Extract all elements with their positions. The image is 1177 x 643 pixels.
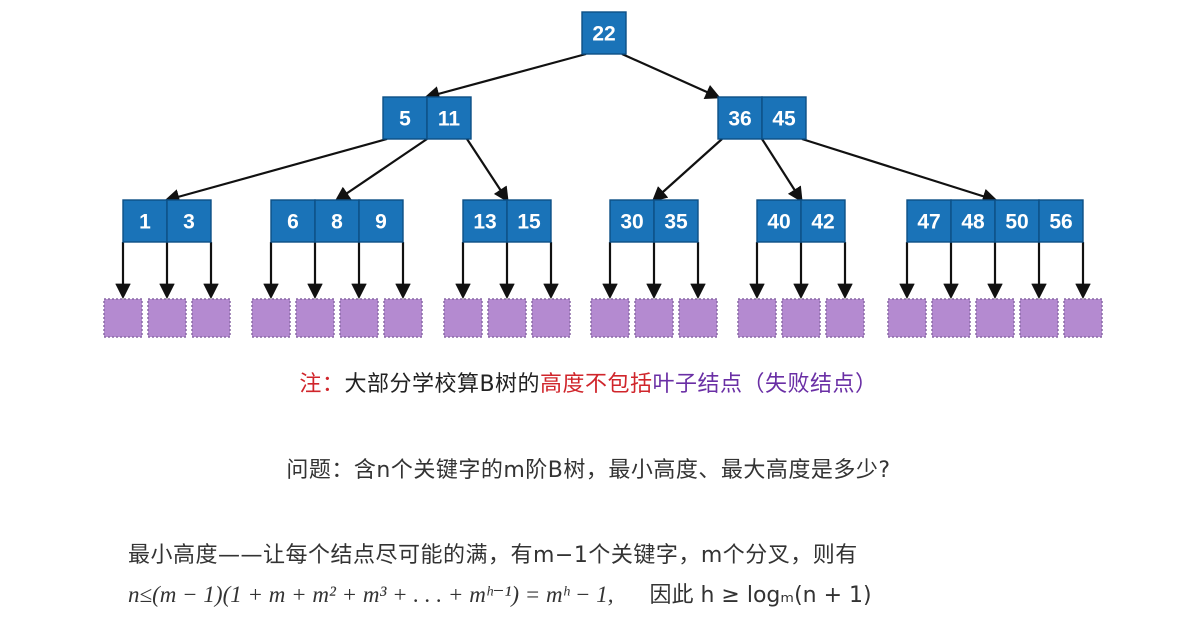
failure-node [147,298,187,338]
note-highlight: 高度不包括 [540,372,653,397]
key-label: 1 [139,211,151,234]
key-cell [717,96,763,140]
key-cell [506,199,552,243]
failure-node [590,298,630,338]
key-label: 40 [767,211,790,234]
failure-node [251,298,291,338]
failure-node [295,298,335,338]
key-cell [994,199,1040,243]
tree-edge [651,138,723,203]
failure-node [634,298,674,338]
leaf-nodes [103,298,1103,338]
key-cell [382,96,428,140]
note-line: 注：大部分学校算B树的高度不包括叶子结点（失败结点） [0,366,1177,398]
answer-line-1: 最小高度——让每个结点尽可能的满，有m−1个关键字，m个分叉，则有 [128,543,858,568]
root-node: 22 [581,11,627,55]
key-cell [270,199,316,243]
key-label: 47 [917,211,940,234]
tree-edges [115,52,1091,300]
key-label: 11 [438,108,461,131]
key-cell [653,199,699,243]
key-cell [1038,199,1084,243]
failure-node [1063,298,1103,338]
key-cell [761,96,807,140]
failure-node [975,298,1015,338]
note-suffix: 叶子结点（失败结点） [652,372,878,397]
leaf-level-node: 13 15 [462,199,552,243]
tree-edge [334,138,428,202]
failure-node [737,298,777,338]
key-cell [426,96,472,140]
failure-node [531,298,571,338]
key-label: 22 [592,23,615,46]
leaf-level-node: 6 8 9 [270,199,404,243]
note-prefix: 注： [299,372,345,397]
tree-edge [424,52,587,102]
failure-node [781,298,821,338]
key-label: 6 [287,211,299,234]
failure-node [931,298,971,338]
failure-node [487,298,527,338]
tree-edge [466,138,509,203]
key-label: 50 [1005,211,1028,234]
failure-node [339,298,379,338]
key-label: 13 [473,211,496,234]
failure-node [191,298,231,338]
tree-edge [761,138,803,203]
key-cell [800,199,846,243]
question-text: 问题：含n个关键字的m阶B树，最小高度、最大高度是多少? [286,458,891,483]
leaf-level-node: 47 48 50 56 [906,199,1084,243]
key-cell [609,199,655,243]
leaf-level-node: 40 42 [756,199,846,243]
internal-node: 36 45 [717,96,807,140]
key-label: 8 [331,211,343,234]
key-label: 15 [517,211,541,234]
leaf-level-node: 30 35 [609,199,699,243]
conclusion-math: h ≥ logₘ(n + 1) [700,583,872,608]
tree-edge [164,137,388,205]
key-label: 48 [961,211,985,234]
failure-node [887,298,927,338]
key-label: 30 [620,211,643,234]
failure-node [103,298,143,338]
key-cell [166,199,212,243]
key-cell [581,11,627,55]
tree-edge [621,52,721,99]
conclusion-label: 因此 [649,583,694,608]
key-label: 36 [728,108,751,131]
key-cell [122,199,168,243]
failure-node [443,298,483,338]
key-label: 42 [811,211,834,234]
tree-edge [801,137,998,204]
key-label: 45 [772,108,796,131]
answer-line-2: n≤(m − 1)(1 + m + m² + m³ + . . . + mʰ⁻¹… [128,577,872,609]
key-cell [358,199,404,243]
key-label: 56 [1049,211,1072,234]
key-label: 5 [399,108,411,131]
key-label: 3 [183,211,195,234]
key-label: 35 [664,211,688,234]
key-cell [756,199,802,243]
key-cell [950,199,996,243]
key-label: 9 [375,211,387,234]
failure-node [1019,298,1059,338]
answer-formula: n≤(m − 1)(1 + m + m² + m³ + . . . + mʰ⁻¹… [128,582,614,607]
failure-node [825,298,865,338]
failure-node [383,298,423,338]
failure-node [678,298,718,338]
note-middle: 大部分学校算B树的 [344,372,541,397]
internal-node: 5 11 [382,96,472,140]
